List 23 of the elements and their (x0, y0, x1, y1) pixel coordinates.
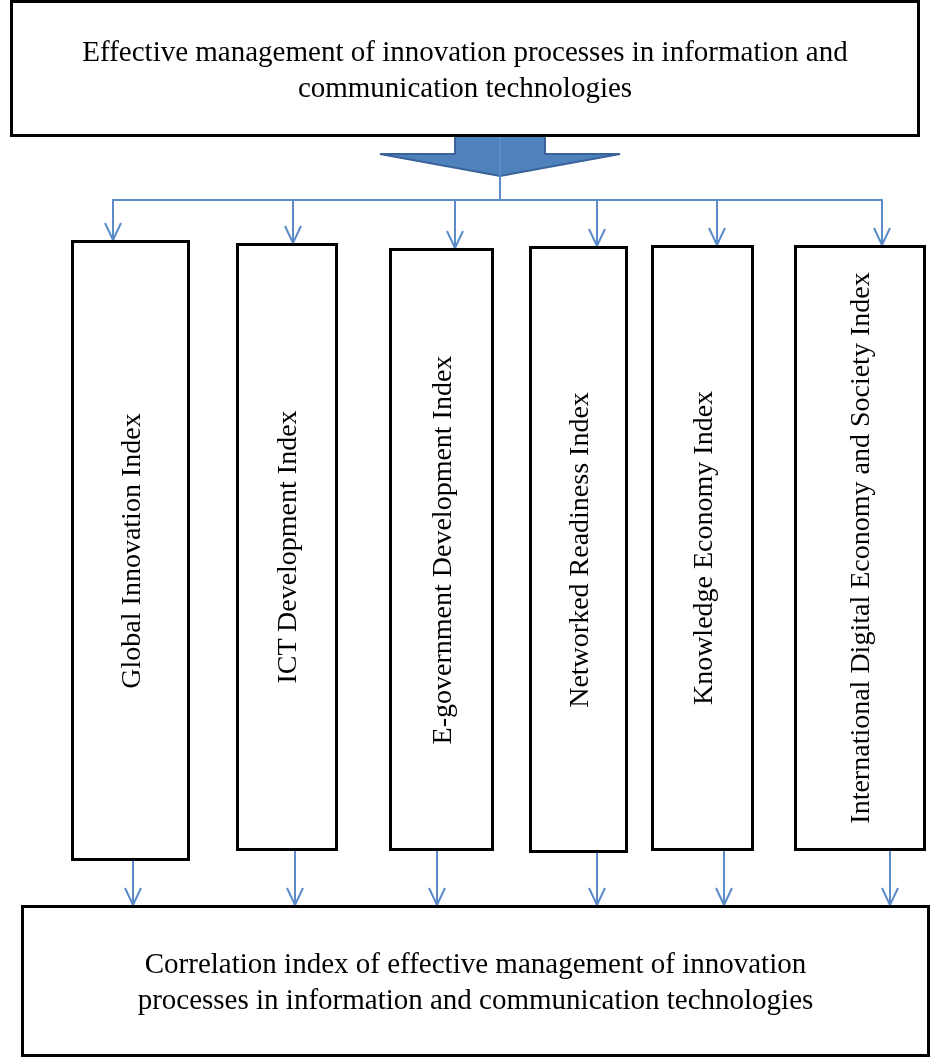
index-box (651, 245, 754, 851)
arrow (715, 850, 733, 906)
process-box (10, 0, 920, 137)
box-label: Global Innovation Index (113, 411, 147, 691)
box-label: Correlation index of effective management of innovation processes in information and communication technologies (136, 945, 815, 1017)
box-label: E-government Development Index (424, 354, 458, 746)
arrow (881, 850, 899, 906)
arrow (588, 852, 606, 906)
arrow (286, 850, 304, 906)
box-label: Networked Readiness Index (561, 390, 595, 710)
arrow (124, 860, 142, 906)
box-label: ICT Development Index (270, 409, 304, 686)
arrow (428, 850, 446, 906)
box-label: International Digital Economy and Society Index (843, 271, 877, 826)
index-box (236, 243, 338, 851)
index-box (389, 248, 494, 851)
box-label: Effective management of innovation processes in information and communication technologies (81, 33, 849, 105)
box-label: Knowledge Economy Index (685, 389, 719, 708)
block-arrow (379, 135, 621, 177)
index-box (529, 246, 628, 853)
process-box (21, 905, 930, 1057)
index-box (71, 240, 190, 861)
index-box (794, 245, 926, 851)
